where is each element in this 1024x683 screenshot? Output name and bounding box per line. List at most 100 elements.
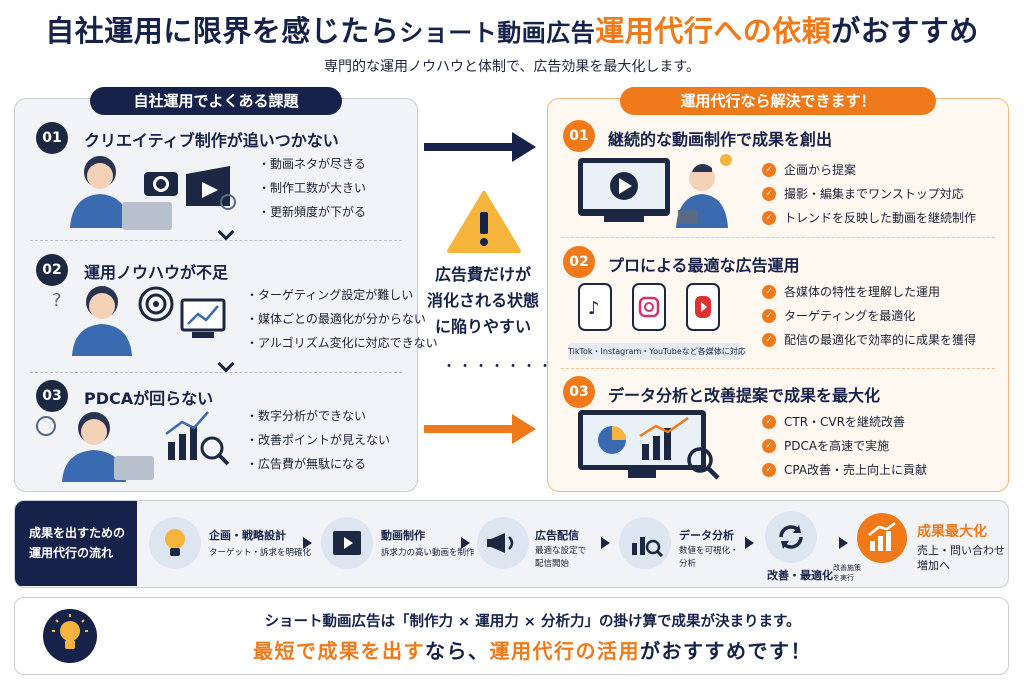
warning-line-3: に陥りやすい: [434, 317, 531, 336]
list-item: ✓ CTR・CVRを継続改善: [762, 410, 927, 434]
title-part-3: 運用代行への依頼: [595, 14, 832, 48]
page-subtitle: 専門的な運用ノウハウと体制で、広告効果を最大化します。: [323, 59, 701, 75]
youtube-shorts-icon: [686, 283, 720, 331]
check-text: 企画から提案: [784, 163, 857, 177]
check-icon: ✓: [762, 211, 776, 225]
check-text: PDCAを高速で実施: [784, 439, 890, 453]
check-text: 撮影・編集までワンストップ対応: [784, 187, 964, 201]
flow-arrow-icon: [839, 537, 848, 549]
arrow-right-orange-icon: [424, 414, 536, 444]
youtube-shorts-glyph: [695, 296, 711, 318]
check-text: CPA改善・売上向上に貢献: [784, 463, 928, 477]
issue-2-bullets: ターゲティング設定が難しい 媒体ごとの最適化が分からない アルゴリズム変化に対応…: [246, 283, 438, 355]
check-icon: ✓: [762, 309, 776, 323]
growth-chart-icon: [868, 522, 896, 551]
list-item: ✓ CPA改善・売上向上に貢献: [762, 458, 927, 482]
warning-line-2: 消化される状態: [426, 291, 539, 310]
solution-number-3: 03: [563, 376, 595, 408]
check-text: 各媒体の特性を理解した運用: [784, 285, 941, 299]
step-desc-4b: 分析: [679, 559, 697, 569]
workflow-heading-line-2: 運用代行の流れ: [29, 546, 114, 560]
summary-text-1: なら、: [425, 639, 490, 663]
divider: [30, 372, 402, 373]
issue-number-3: 03: [36, 380, 68, 412]
step-label-1: 企画・戦略設計: [209, 529, 286, 542]
page-title: 自社運用に限界を感じたらショート動画広告運用代行への依頼がおすすめ: [0, 8, 1024, 50]
issue-1-bullets: 動画ネタが尽きる 制作工数が大きい 更新頻度が下がる: [258, 152, 366, 224]
summary-emphasis-2: 運用代行の活用: [489, 639, 640, 663]
warning-icon: [447, 191, 521, 253]
list-item: ✓企画から提案: [762, 158, 976, 182]
summary-line-2: 最短で成果を出すなら、運用代行の活用がおすすめです！: [15, 635, 1010, 664]
analytics-monitor-icon: [578, 410, 720, 480]
step-desc-3a: 最適な設定で: [535, 546, 587, 556]
flow-arrow-icon: [745, 537, 754, 549]
instagram-glyph: [638, 296, 660, 318]
refresh-cycle-icon: [779, 525, 803, 549]
issue-title-1: クリエイティブ制作が追いつかない: [84, 131, 339, 150]
list-item: 更新頻度が下がる: [258, 200, 366, 224]
video-production-person-icon: [578, 154, 732, 228]
step-desc-5a: 改善施策: [833, 564, 861, 572]
list-item: ✓各媒体の特性を理解した運用: [762, 280, 976, 304]
flow-arrow-icon: [601, 537, 610, 549]
summary-box: ショート動画広告は「制作力 × 運用力 × 分析力」の掛け算で成果が決まります。…: [14, 597, 1009, 675]
step-icon-planning: [149, 517, 201, 569]
list-item: 動画ネタが尽きる: [258, 152, 366, 176]
step-icon-delivery: [477, 517, 529, 569]
dots-separator: ・・・・・・・・: [442, 359, 570, 375]
person-analysis-magnifier-icon: [36, 411, 230, 482]
divider: [30, 240, 402, 241]
solutions-heading: 運用代行なら解決できます！: [620, 87, 936, 115]
media-caption: TikTok・Instagram・YouTubeなど各媒体に対応: [568, 343, 746, 360]
summary-line-1: ショート動画広告は「制作力 × 運用力 × 分析力」の掛け算で成果が決まります。: [264, 614, 801, 630]
svg-text:♪: ♪: [588, 298, 600, 319]
title-part-1: 自社運用に限界を感じたら: [45, 14, 400, 48]
summary-bulb-icon: [43, 609, 97, 663]
flow-arrow-icon: [303, 537, 312, 549]
list-item: ターゲティング設定が難しい: [246, 283, 438, 307]
solution-1-checks: ✓企画から提案 ✓撮影・編集までワンストップ対応 ✓トレンドを反映した動画を継続…: [762, 158, 976, 230]
solution-title-3: データ分析と改善提案で成果を最大化: [608, 386, 881, 405]
svg-text:?: ?: [52, 290, 62, 311]
lightbulb-icon: [52, 614, 88, 649]
workflow-heading-line-1: 成果を出すための: [29, 526, 126, 540]
issue-3-bullets: 数字分析ができない 改善ポイントが見えない 広告費が無駄になる: [246, 404, 390, 476]
step-icon-improvement: [765, 511, 817, 563]
step-label-3: 広告配信: [535, 529, 579, 542]
issue-number-1: 01: [36, 122, 68, 154]
creative-person-camera-clapper-icon: [70, 156, 236, 230]
list-item: 数字分析ができない: [246, 404, 390, 428]
lightbulb-icon: [165, 529, 185, 556]
solution-2-checks: ✓各媒体の特性を理解した運用 ✓ ターゲティングを最適化 ✓ 配信の最適化で効率的に…: [762, 280, 976, 352]
flow-arrow-icon: [461, 537, 470, 549]
check-text: 配信の最適化で効率的に成果を獲得: [784, 333, 977, 347]
workflow-heading: 成果を出すための 運用代行の流れ: [15, 501, 137, 586]
list-item: ✓ 撮影・編集までワンストップ対応: [762, 182, 976, 206]
list-item: 改善ポイントが見えない: [246, 428, 390, 452]
solution-title-2: プロによる最適な広告運用: [608, 256, 800, 275]
step-label-4: データ分析: [679, 529, 734, 542]
check-text: ターゲティングを最適化: [784, 309, 916, 323]
summary-text-2: がおすすめです！: [640, 639, 812, 663]
step-desc-3b: 配信開始: [535, 559, 570, 569]
divider: [561, 368, 995, 369]
list-item: アルゴリズム変化に対応できない: [246, 331, 438, 355]
check-icon: ✓: [762, 415, 776, 429]
check-icon: ✓: [762, 187, 776, 201]
step-desc-2: 訴求力の高い動画を制作: [381, 548, 475, 558]
step-icon-result: [857, 513, 907, 563]
step-desc-5b: を実行: [833, 574, 854, 582]
issue-number-2: 02: [36, 254, 68, 286]
instagram-icon: [632, 283, 666, 331]
check-icon: ✓: [762, 463, 776, 477]
check-icon: ✓: [762, 333, 776, 347]
check-text: CTR・CVRを継続改善: [784, 415, 905, 429]
step-desc-1: ターゲット・訴求を明確化: [209, 548, 312, 558]
warning-line-1: 広告費だけが: [434, 265, 531, 284]
warning-message: 広告費だけが 消化される状態 に陥りやすい: [424, 262, 542, 340]
solution-title-1: 継続的な動画制作で成果を創出: [608, 130, 833, 149]
list-item: ✓ ターゲティングを最適化: [762, 304, 976, 328]
megaphone-icon: [487, 533, 514, 553]
issue-title-2: 運用ノウハウが不足: [84, 263, 229, 282]
